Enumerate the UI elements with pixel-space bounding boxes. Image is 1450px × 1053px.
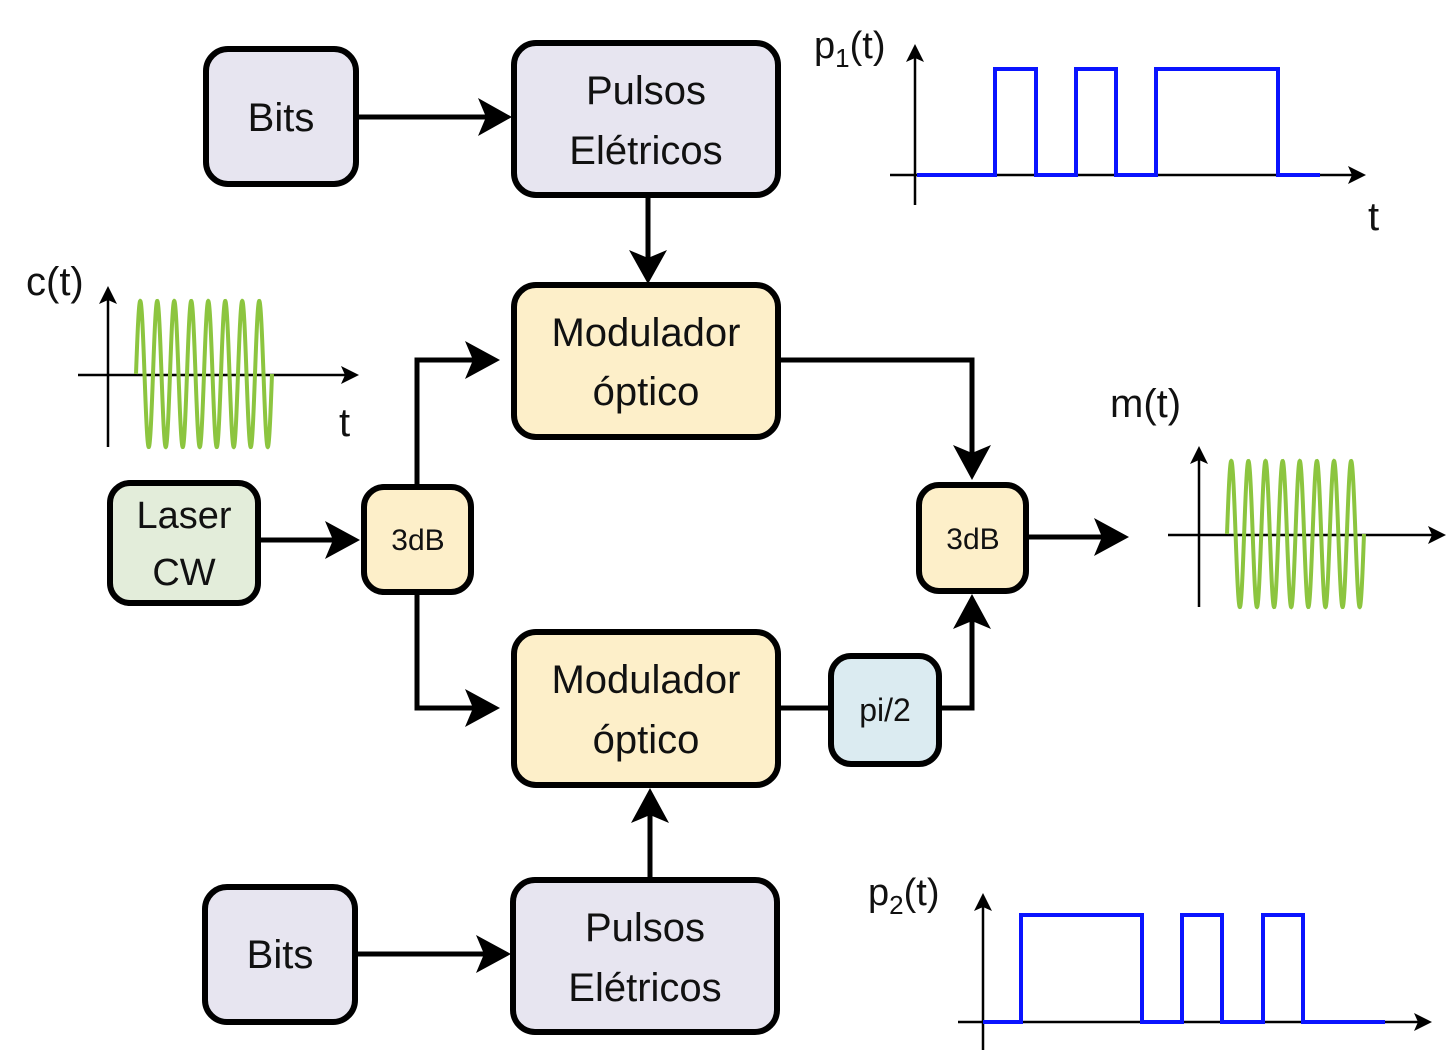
pulsos-bottom-label-line1: Pulsos	[585, 906, 705, 950]
pulsos-top-block: Pulsos Elétricos	[511, 40, 781, 198]
coupler-in-label: 3dB	[391, 524, 444, 557]
bits-bottom-block: Bits	[202, 884, 358, 1025]
connections	[259, 98, 1129, 973]
bits-top-label: Bits	[248, 96, 315, 140]
modulator-top-label-line1: Modulador	[551, 311, 740, 355]
arrow-modulator-top-to-coupler-out	[780, 357, 975, 462]
p2-pulse-wave	[983, 913, 1385, 1024]
coupler-out-block: 3dB	[916, 482, 1029, 594]
pulsos-top-label-line1: Pulsos	[586, 69, 706, 113]
bits-bottom-label: Bits	[247, 933, 314, 977]
p2-plot: p2(t)	[868, 872, 1432, 1050]
coupler-in-block: 3dB	[361, 484, 474, 595]
modulator-bottom-label-line2: óptico	[593, 718, 700, 762]
c-carrier-wave	[134, 298, 274, 450]
laser-label-line2: CW	[152, 552, 215, 594]
m-plot: m(t)	[1110, 382, 1446, 610]
c-plot: c(t) t	[26, 260, 359, 450]
p1-plot: p1(t) t	[814, 25, 1379, 239]
laser-label-line1: Laser	[136, 495, 231, 537]
modulator-top-block: Modulador óptico	[511, 282, 781, 440]
p1-pulse-wave	[917, 67, 1320, 177]
laser-block: Laser CW	[107, 480, 261, 606]
m-modulated-wave	[1225, 458, 1366, 610]
arrow-coupler-to-modulator-bottom	[414, 593, 485, 711]
p2-label: p2(t)	[868, 872, 939, 920]
p1-label: p1(t)	[814, 25, 885, 73]
modulator-top-label-line2: óptico	[593, 370, 700, 414]
c-axis-label: t	[339, 401, 350, 445]
coupler-out-label: 3dB	[946, 523, 999, 556]
modulator-bottom-label-line1: Modulador	[551, 658, 740, 702]
c-label: c(t)	[26, 260, 84, 304]
phase-shifter-label: pi/2	[859, 692, 911, 728]
bits-top-block: Bits	[203, 46, 359, 187]
m-label: m(t)	[1110, 382, 1181, 426]
arrow-phase-to-coupler-out	[940, 612, 975, 711]
pulsos-bottom-block: Pulsos Elétricos	[510, 877, 780, 1035]
modulator-bottom-block: Modulador óptico	[511, 629, 781, 788]
p1-axis-label: t	[1368, 195, 1379, 239]
phase-shifter-block: pi/2	[828, 653, 942, 767]
pulsos-bottom-label-line2: Elétricos	[568, 966, 721, 1010]
pulsos-top-label-line2: Elétricos	[569, 129, 722, 173]
arrow-coupler-to-modulator-top	[414, 357, 485, 487]
